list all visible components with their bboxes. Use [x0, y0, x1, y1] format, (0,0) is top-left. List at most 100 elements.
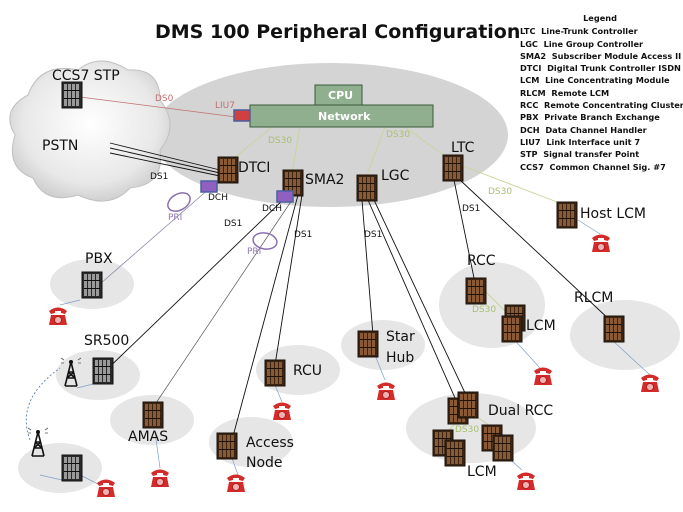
access-node-label-1: Access [246, 435, 294, 451]
legend-abbr: PBX [520, 112, 539, 123]
legend-item-dtci: DTCI Digital Trunk Controller ISDN [520, 62, 681, 74]
network-label: Network [318, 110, 371, 123]
ds1-label-ltc: DS1 [462, 204, 480, 214]
pbx-frame [81, 271, 103, 299]
dual-lcm-label: LCM [467, 464, 497, 480]
pri-label-sma2: PRI [247, 247, 261, 257]
ds1-label-sma2-b: DS1 [294, 230, 312, 240]
legend-abbr: DTCI [520, 63, 542, 74]
rcu-phone-icon [272, 402, 292, 421]
legend-item-sma2: SMA2 Subscriber Module Access II [520, 50, 682, 62]
host-lcm-label: Host LCM [580, 206, 646, 222]
legend-abbr: STP [520, 149, 538, 160]
ds1-label-pstn: DS1 [150, 172, 168, 182]
ccs7-stp-label: CCS7 STP [52, 68, 120, 84]
dtci-frame [217, 156, 239, 184]
ds1-label-sma2-a: DS1 [224, 219, 242, 229]
legend-text: Subscriber Module Access II [551, 50, 682, 61]
legend-abbr: LCM [520, 75, 540, 86]
liu7-box [233, 109, 251, 122]
legend-text: Link Interface unit 7 [546, 136, 641, 147]
rcc-lcm-frame [501, 315, 523, 343]
access-node-label-2: Node [246, 455, 283, 471]
host-lcm-frame [556, 201, 578, 229]
legend-text: Signal transfer Point [543, 149, 640, 160]
legend-item-ccs7: CCS7 Common Channel Sig. #7 [520, 161, 680, 173]
pbx-label: PBX [85, 251, 113, 267]
star-hub-phone-icon [376, 382, 396, 401]
legend-item-stp: STP Signal transfer Point [520, 148, 680, 160]
pstn-label: PSTN [42, 138, 78, 154]
sr500-frame [92, 357, 114, 385]
sr500-label: SR500 [84, 333, 129, 349]
legend-text: Line-Trunk Controller [541, 26, 638, 37]
ds30-label-dtci: DS30 [268, 136, 292, 146]
rcu-frame [264, 359, 286, 387]
access-node-phone-icon [226, 474, 246, 493]
rlcm-phone-icon [640, 374, 660, 393]
ltc-frame [442, 154, 464, 182]
sma2-label: SMA2 [305, 172, 344, 188]
rlcm-site [570, 300, 680, 370]
pri-loop-dtci [167, 192, 191, 212]
dch-label-dtci: DCH [208, 193, 228, 203]
dch-box-sma2 [276, 190, 294, 203]
ds30-label-host-lcm: DS30 [488, 187, 512, 197]
amas-frame [142, 401, 164, 429]
ds30-label-dual-rcc: DS30 [455, 425, 479, 435]
rcu-label: RCU [293, 363, 322, 379]
ltc-label: LTC [451, 140, 475, 156]
ds30-label-ltc: DS30 [386, 130, 410, 140]
legend-title: Legend [583, 13, 617, 23]
access-node-frame [216, 432, 238, 460]
legend-text: Line Concentrating Module [545, 75, 670, 86]
pri-label-dtci: PRI [168, 213, 182, 223]
rcc-label: RCC [467, 253, 496, 269]
legend-item-rcc: RCC Remote Concentrating Cluster [520, 99, 683, 111]
legend-abbr: RLCM [520, 87, 546, 98]
dual-lcm-frame-d [492, 434, 514, 462]
ds0-label: DS0 [155, 94, 174, 104]
legend-abbr: SMA2 [520, 50, 547, 61]
rcc-lcm-label: LCM [526, 318, 556, 334]
host-lcm-phone-icon [591, 234, 611, 253]
amas-phone-icon [150, 469, 170, 488]
rlcm-frame [603, 315, 625, 343]
diagram-title: DMS 100 Peripheral Configuration [155, 21, 520, 43]
legend-text: Digital Trunk Controller ISDN [547, 63, 681, 74]
dual-rcc-phone-icon [516, 472, 536, 491]
legend-text: Common Channel Sig. #7 [549, 161, 666, 172]
star-hub-frame [357, 330, 379, 358]
pbx-phone-icon [48, 307, 68, 326]
lgc-frame [356, 174, 378, 202]
legend-item-pbx: PBX Private Branch Exchange [520, 111, 680, 123]
legend-item-liu7: LIU7 Link Interface unit 7 [520, 136, 680, 148]
remote-frame [61, 454, 83, 482]
legend-abbr: LIU7 [520, 136, 541, 147]
pstn-cloud [9, 60, 171, 202]
legend-text: Remote LCM [551, 87, 610, 98]
remote-site [18, 443, 102, 493]
dual-rcc-label: Dual RCC [488, 403, 553, 419]
legend-text: Remote Concentrating Cluster [544, 100, 683, 111]
legend-item-lcm: LCM Line Concentrating Module [520, 74, 680, 86]
cpu-label: CPU [328, 89, 353, 102]
legend-item-ltc: LTC Line-Trunk Controller [520, 25, 680, 37]
rcc-lcm-phone-icon [533, 367, 553, 386]
rcc-frame [465, 277, 487, 305]
legend-abbr: DCH [520, 124, 540, 135]
pri-loop-sma2 [252, 232, 278, 250]
legend-text: Data Channel Handler [545, 124, 647, 135]
dch-label-sma2: DCH [262, 204, 282, 214]
legend-abbr: LGC [520, 38, 538, 49]
dual-lcm-frame-b [444, 439, 466, 467]
legend-text: Line Group Controller [543, 38, 644, 49]
liu7-label: LIU7 [215, 101, 235, 111]
legend-item-lgc: LGC Line Group Controller [520, 38, 680, 50]
legend-abbr: LTC [520, 26, 536, 37]
ds30-label-rcc: DS30 [472, 305, 496, 315]
legend-item-rlcm: RLCM Remote LCM [520, 87, 680, 99]
core-switch-ellipse [152, 63, 508, 207]
